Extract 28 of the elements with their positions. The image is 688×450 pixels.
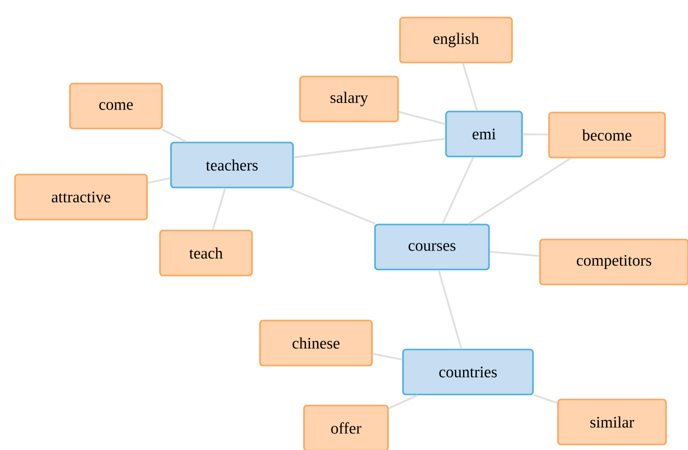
word-box: salary (299, 76, 399, 122)
connector-line (288, 187, 376, 225)
connector-line (398, 111, 446, 125)
connector-line (468, 158, 572, 224)
connector-line (372, 352, 402, 360)
connector-line (161, 128, 187, 142)
topic-box: emi (445, 110, 523, 158)
word-box: similar (557, 398, 667, 446)
connector-line (438, 270, 462, 349)
word-box: english (399, 16, 513, 64)
topic-box: teachers (170, 142, 294, 188)
topic-box: courses (374, 224, 490, 270)
connector-line (388, 394, 418, 410)
word-box: attractive (14, 174, 148, 220)
word-box: chinese (259, 320, 373, 366)
connector-line (490, 250, 540, 257)
connector-line (148, 177, 170, 184)
topic-box: countries (402, 348, 534, 396)
connector-line (534, 394, 558, 404)
word-box: come (69, 82, 163, 130)
word-box: competitors (539, 238, 688, 286)
word-box: teach (159, 230, 253, 276)
connector-line (442, 156, 474, 224)
connector-line (462, 63, 478, 111)
connector-line (294, 138, 446, 158)
word-box: become (548, 112, 666, 158)
word-box: offer (303, 404, 389, 450)
connector-line (212, 188, 226, 230)
